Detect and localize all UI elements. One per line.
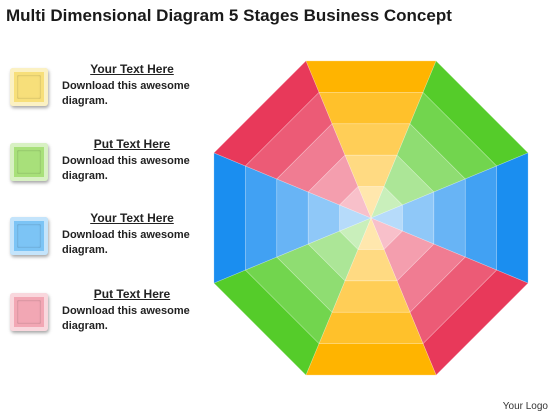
legend-text: Download this awesome diagram. [62, 305, 190, 332]
sector-bottom-left-band-1 [305, 343, 437, 376]
sector-top-left-band-5 [339, 186, 372, 219]
legend-text: Download this awesome diagram. [62, 80, 190, 107]
page-title: Multi Dimensional Diagram 5 Stages Busin… [6, 6, 452, 25]
sector-top-right-band-3 [331, 123, 411, 156]
legend-heading: Your Text Here [90, 211, 174, 225]
green-square-icon [10, 143, 48, 181]
sector-bottom-left-band-3 [331, 280, 411, 313]
sector-right-lower-band-3 [433, 178, 466, 258]
blue-square-icon [10, 217, 48, 255]
sector-bottom-left-band-2 [318, 311, 424, 344]
sector-right-lower-band-2 [464, 165, 497, 271]
legend-item-3: Your Text Here Download this awesome dia… [10, 211, 210, 281]
legend-text: Download this awesome diagram. [62, 229, 190, 256]
sector-top-right-band-2 [318, 92, 424, 125]
legend-item-2: Put Text Here Download this awesome diag… [10, 137, 210, 207]
pink-square-icon [10, 293, 48, 331]
legend-item-1: Your Text Here Download this awesome dia… [10, 62, 210, 132]
logo-text: Your Logo [502, 401, 548, 412]
legend-heading: Your Text Here [90, 62, 174, 76]
legend-heading: Put Text Here [93, 287, 171, 301]
sector-left-upper-band-2 [245, 165, 278, 271]
sector-left-upper-band-3 [276, 178, 309, 258]
legend-item-4: Put Text Here Download this awesome diag… [10, 287, 210, 357]
sector-left-upper-band-1 [213, 152, 246, 284]
legend-text: Download this awesome diagram. [62, 155, 190, 182]
legend-heading: Put Text Here [93, 137, 171, 151]
sector-left-upper-band-5 [339, 204, 372, 232]
sector-right-lower-band-1 [496, 152, 529, 284]
yellow-square-icon [10, 68, 48, 106]
sector-right-lower-band-5 [370, 204, 403, 232]
sector-top-right-band-1 [305, 60, 437, 93]
